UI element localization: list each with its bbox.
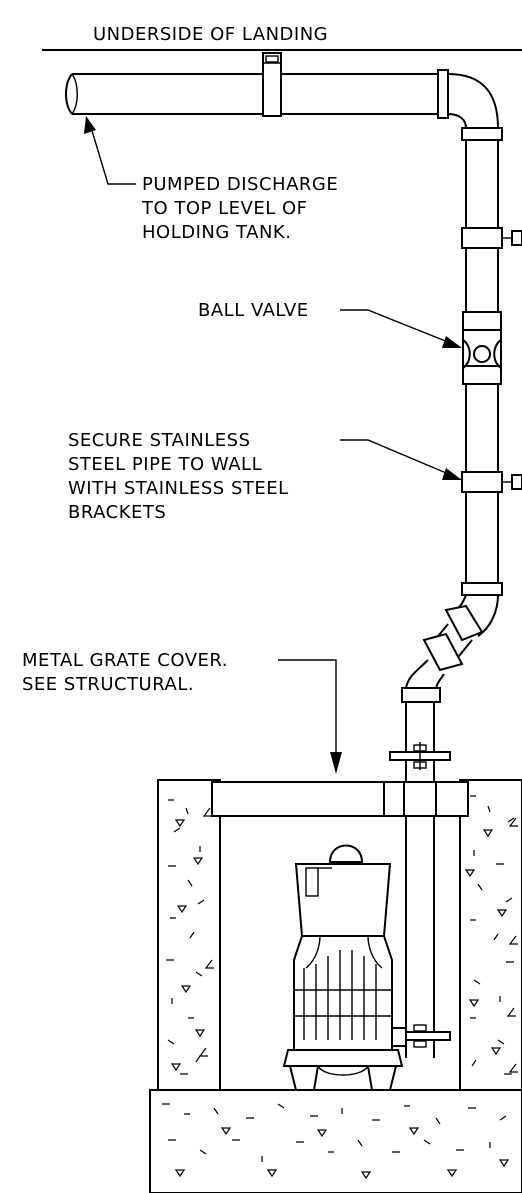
ball-valve-label: BALL VALVE [198, 300, 309, 321]
pumped-discharge-line-1: PUMPED DISCHARGE [142, 174, 338, 195]
secure-pipe-callout: SECURE STAINLESS STEEL PIPE TO WALL WITH… [68, 430, 462, 523]
pump-discharge-pipe [389, 702, 451, 1058]
pipe-elbow [447, 73, 503, 141]
submersible-pump [282, 844, 407, 1091]
secure-pipe-line-1: SECURE STAINLESS [68, 430, 251, 451]
secure-pipe-line-2: STEEL PIPE TO WALL [68, 454, 262, 475]
landing-label: UNDERSIDE OF LANDING [93, 24, 328, 45]
landing-underside: UNDERSIDE OF LANDING [42, 24, 522, 51]
grate-cover-callout: METAL GRATE COVER. SEE STRUCTURAL. [22, 650, 342, 774]
horizontal-discharge-pipe [65, 52, 449, 119]
secure-pipe-line-4: BRACKETS [68, 502, 166, 523]
ball-valve-callout: BALL VALVE [198, 300, 462, 348]
pumped-discharge-line-3: HOLDING TANK. [142, 222, 291, 243]
concrete-hatch [162, 1103, 510, 1180]
pumped-discharge-callout: PUMPED DISCHARGE TO TOP LEVEL OF HOLDING… [84, 116, 338, 243]
grate-cover-line-1: METAL GRATE COVER. [22, 650, 228, 671]
offset-fittings [401, 594, 499, 703]
concrete-hatch [464, 795, 518, 1075]
secure-pipe-line-3: WITH STAINLESS STEEL [68, 478, 289, 499]
pumped-discharge-line-2: TO TOP LEVEL OF [141, 198, 307, 219]
grate-cover-line-2: SEE STRUCTURAL. [22, 674, 194, 695]
concrete-pit [149, 779, 522, 1193]
concrete-hatch [166, 799, 214, 1075]
metal-grate-cover [211, 781, 469, 817]
ball-valve [462, 311, 502, 385]
